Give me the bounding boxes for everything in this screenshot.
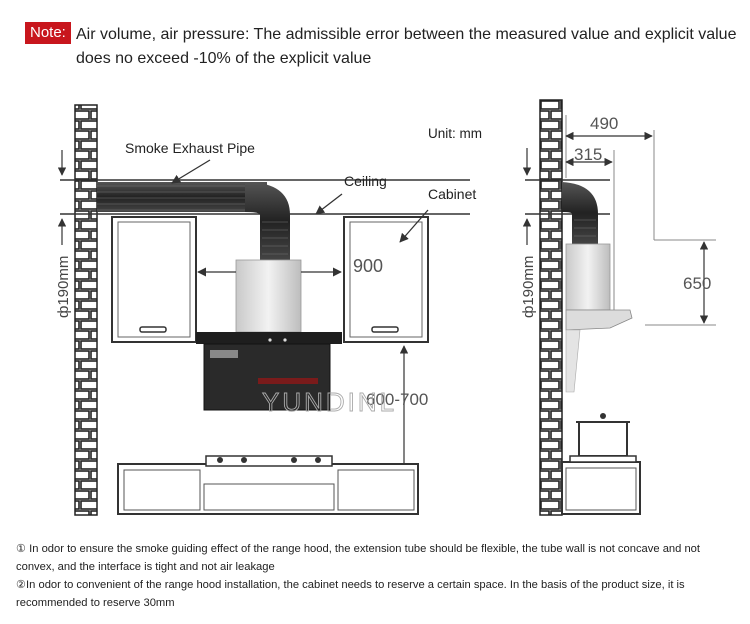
note-text: Air volume, air pressure: The admissible… <box>76 26 737 67</box>
footnote-1: ① In odor to ensure the smoke guiding ef… <box>16 543 701 573</box>
left-wall <box>74 104 98 516</box>
range-hood-side <box>565 243 633 393</box>
smoke-exhaust-pipe <box>97 182 290 260</box>
smoke-pipe-label: Smoke Exhaust Pipe <box>125 140 255 156</box>
note-badge: Note: <box>25 22 71 44</box>
height-600-700-label: 600-700 <box>366 390 428 409</box>
lower-cabinets <box>117 455 419 515</box>
pipe-diameter-left-label: ф190mm <box>55 256 72 318</box>
width-900-label: 900 <box>353 256 383 276</box>
side-pipe <box>562 182 598 244</box>
footnote-2: ②In odor to convenient of the range hood… <box>16 579 685 609</box>
pot <box>576 413 630 457</box>
unit-label: Unit: mm <box>428 126 482 141</box>
cabinet-label: Cabinet <box>428 186 476 202</box>
depth-315-label: 315 <box>574 145 602 164</box>
side-counter <box>561 455 641 515</box>
ceiling-label: Ceiling <box>344 173 387 189</box>
height-650-label: 650 <box>683 274 711 293</box>
watermark: YUNDINL <box>262 387 397 417</box>
depth-490-label: 490 <box>590 114 618 133</box>
upper-cabinet-right <box>343 216 429 343</box>
upper-cabinet-left <box>111 216 197 343</box>
pipe-diameter-right-label: ф190mm <box>520 256 537 318</box>
right-wall <box>539 99 563 516</box>
range-hood-front <box>196 259 342 411</box>
